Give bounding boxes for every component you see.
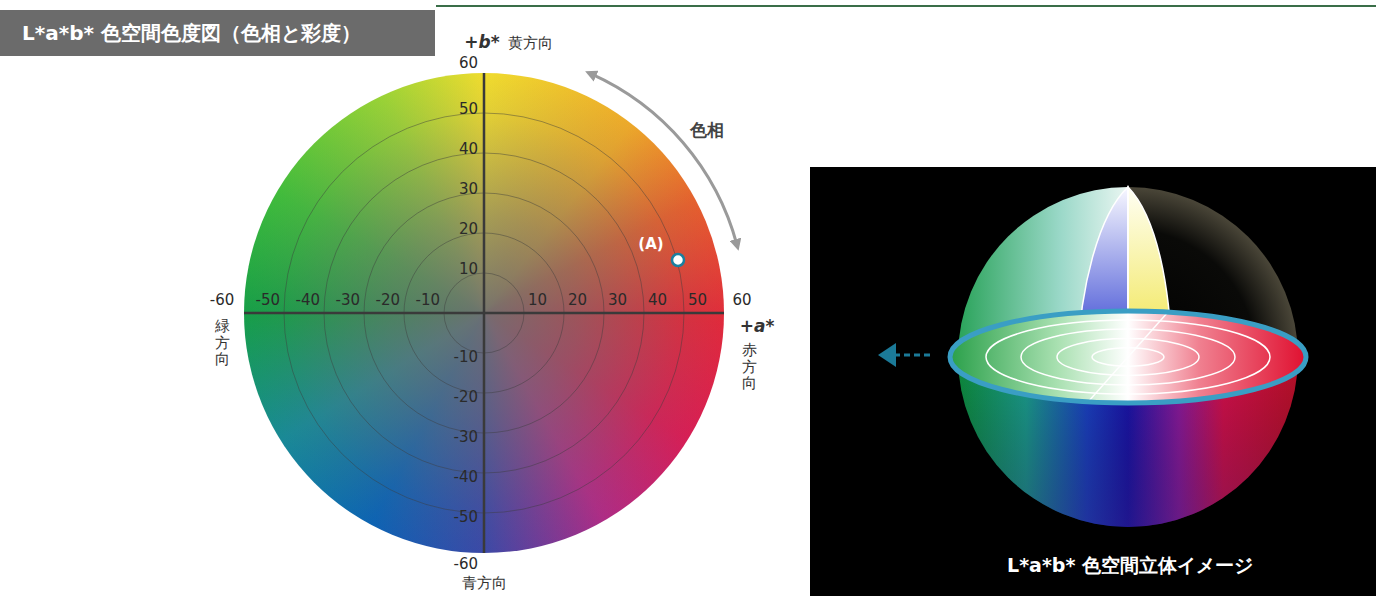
black-panel	[810, 167, 1376, 596]
tick-number: -10	[454, 348, 479, 366]
tick-number: 20	[568, 291, 587, 309]
direction-label: 赤方向	[742, 342, 757, 392]
tick-number: -30	[454, 428, 479, 446]
tick-number: 60	[459, 54, 478, 72]
tick-number: 40	[459, 140, 478, 158]
chart-title: L*a*b* 色空間色度図（色相と彩度）	[22, 20, 361, 47]
hue-arrow	[591, 74, 737, 245]
axis-name: +a*	[740, 316, 775, 336]
title-band: L*a*b* 色空間色度図（色相と彩度）	[0, 10, 435, 56]
sheet-border	[436, 5, 1376, 7]
tick-number: 20	[459, 220, 478, 238]
direction-label: 緑方向	[215, 318, 230, 368]
tick-number: 50	[459, 100, 478, 118]
tick-number: -30	[336, 291, 361, 309]
tick-number: 10	[528, 291, 547, 309]
plane-arrow	[878, 343, 930, 367]
point-label: (A)	[638, 235, 663, 253]
tick-number: 40	[648, 291, 667, 309]
tick-number: -60	[210, 291, 235, 309]
hue-label: 色相	[690, 120, 724, 140]
tick-number: -20	[376, 291, 401, 309]
tick-number: 30	[608, 291, 627, 309]
tick-number: 60	[732, 291, 751, 309]
axis-lines	[244, 73, 724, 553]
axis-name: +b*	[464, 32, 499, 52]
tick-number: -50	[256, 291, 281, 309]
tick-number: 50	[688, 291, 707, 309]
tick-number: -60	[454, 555, 479, 573]
lab-sphere	[950, 187, 1306, 527]
tick-number: -40	[454, 468, 479, 486]
tick-number: 30	[459, 180, 478, 198]
tick-number: -40	[296, 291, 321, 309]
tick-number: -10	[416, 291, 441, 309]
direction-label: 黄方向	[508, 34, 553, 52]
tick-number: -50	[454, 508, 479, 526]
tick-number: -20	[454, 388, 479, 406]
direction-label: 青方向	[462, 574, 507, 592]
tick-number: 10	[459, 260, 478, 278]
sample-point	[672, 254, 684, 266]
panel-caption: L*a*b* 色空間立体イメージ	[1007, 554, 1253, 577]
